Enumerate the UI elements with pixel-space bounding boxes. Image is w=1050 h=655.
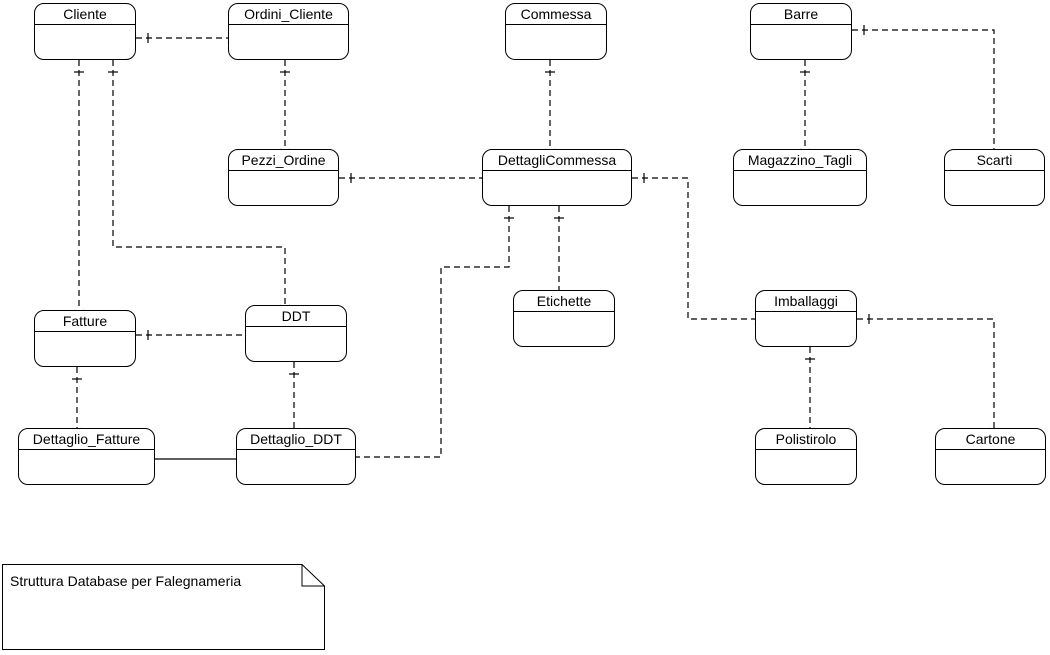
entity-cartone[interactable]: Cartone (935, 428, 1046, 485)
relationship-markers (71, 25, 1000, 462)
relationships (76, 29, 995, 460)
entity-fatture[interactable]: Fatture (34, 310, 136, 367)
entity-magazzino-tagli[interactable]: Magazzino_Tagli (733, 149, 867, 206)
entity-name: Polistirolo (756, 429, 856, 450)
entity-pezzi-ordine[interactable]: Pezzi_Ordine (228, 149, 339, 206)
entity-name: Fatture (35, 311, 135, 332)
entity-barre[interactable]: Barre (750, 3, 852, 60)
entity-name: Cliente (35, 4, 135, 25)
entity-name: Dettaglio_Fatture (19, 429, 154, 450)
entity-dettaglicommessa[interactable]: DettagliCommessa (482, 149, 632, 206)
entity-commessa[interactable]: Commessa (505, 3, 607, 60)
relationship-line (852, 29, 995, 149)
entity-ordini-cliente[interactable]: Ordini_Cliente (228, 3, 349, 60)
entity-name: Pezzi_Ordine (229, 150, 338, 171)
entity-polistirolo[interactable]: Polistirolo (755, 428, 857, 485)
entity-ddt[interactable]: DDT (245, 305, 347, 362)
entity-scarti[interactable]: Scarti (944, 149, 1045, 206)
entity-name: Barre (751, 4, 851, 25)
entity-name: Ordini_Cliente (229, 4, 348, 25)
entity-dettaglio-ddt[interactable]: Dettaglio_DDT (236, 428, 356, 485)
entity-name: Imballaggi (756, 291, 856, 312)
relationship-line (857, 318, 995, 428)
entity-name: Dettaglio_DDT (237, 429, 355, 450)
entity-name: Cartone (936, 429, 1045, 450)
relationship-line (112, 60, 286, 305)
entity-dettaglio-fatture[interactable]: Dettaglio_Fatture (18, 428, 155, 485)
entity-name: Etichette (514, 291, 614, 312)
relationship-line (632, 177, 755, 320)
entity-cliente[interactable]: Cliente (34, 3, 136, 60)
note-text: Struttura Database per Falegnameria (10, 573, 242, 589)
entity-etichette[interactable]: Etichette (513, 290, 615, 347)
entity-name: DettagliCommessa (483, 150, 631, 171)
entity-name: Commessa (506, 4, 606, 25)
relationship-line (356, 206, 510, 458)
entity-name: DDT (246, 306, 346, 327)
entity-imballaggi[interactable]: Imballaggi (755, 290, 857, 347)
entity-name: Magazzino_Tagli (734, 150, 866, 171)
diagram-note: Struttura Database per Falegnameria (2, 564, 325, 650)
entity-name: Scarti (945, 150, 1044, 171)
